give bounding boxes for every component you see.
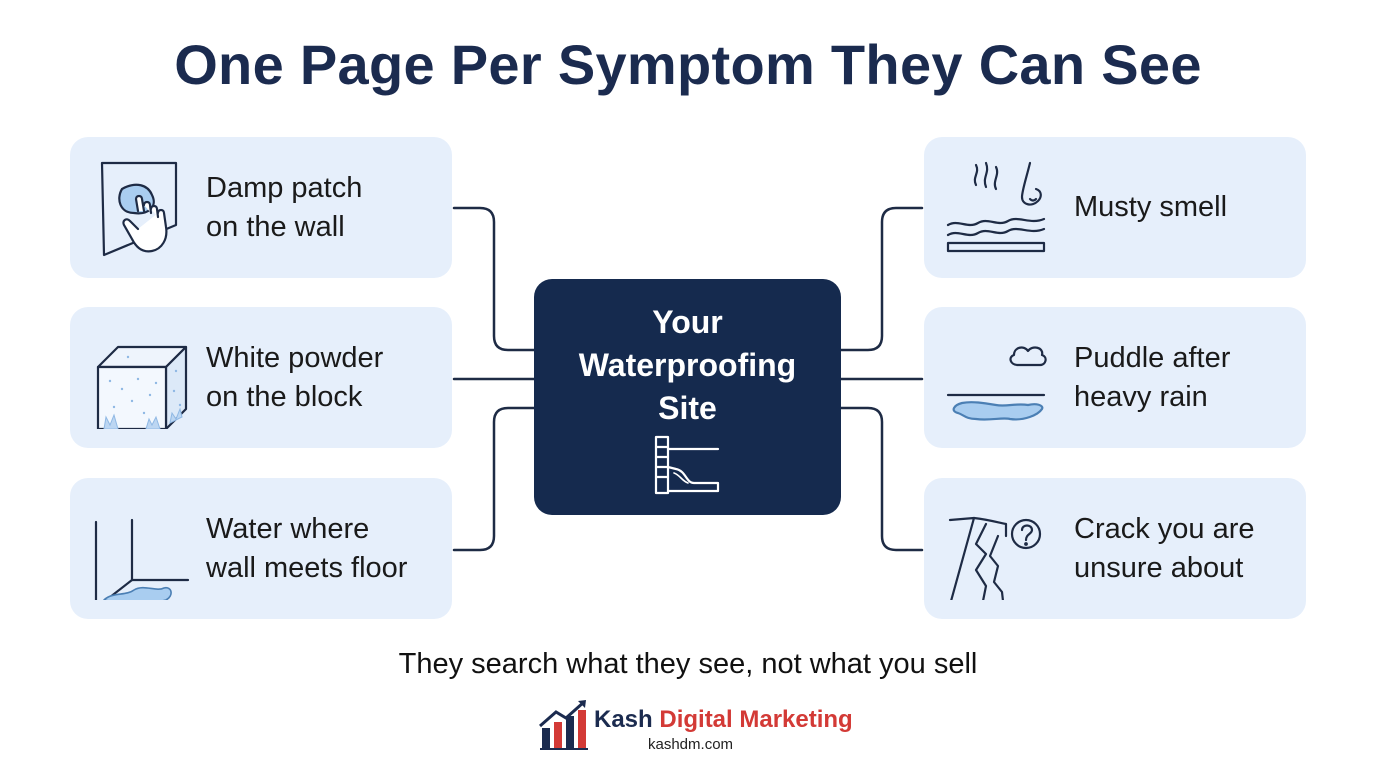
wall-floor-water-icon [94,518,190,600]
connector-left-bottom [452,406,536,552]
symptom-label: Puddle after heavy rain [1074,341,1231,413]
symptom-label: Damp patch on the wall [206,171,363,243]
center-title: Your Waterproofing Site [578,304,797,426]
brand-footer[interactable]: Kash Digital Marketing kashdm.com [538,698,853,756]
symptom-card-musty-smell[interactable]: Musty smell [924,137,1306,278]
symptom-card-crack[interactable]: Crack you are unsure about [924,478,1306,619]
symptom-card-wall-floor-water[interactable]: Water where wall meets floor [70,478,452,619]
brand-website[interactable]: kashdm.com [648,736,734,753]
symptom-card-white-powder[interactable]: White powder on the block [70,307,452,448]
symptom-label: White powder on the block [206,341,384,413]
bar-chart-arrow-logo [539,700,588,750]
tagline: They search what they see, not what you … [398,648,978,680]
connector-left-top [452,206,536,352]
symptom-card-damp-patch[interactable]: Damp patch on the wall [70,137,452,278]
center-hub: Your Waterproofing Site [534,279,841,515]
wall-crack-question-icon [948,516,1042,600]
symptom-label: Musty smell [1074,191,1228,223]
page-title: One Page Per Symptom They Can See [174,33,1202,96]
connector-right-bottom [839,406,924,552]
symptom-card-puddle-rain[interactable]: Puddle after heavy rain [924,307,1306,448]
efflorescence-block-icon [96,345,188,429]
connector-right-top [839,206,924,352]
musty-smell-icon [946,161,1046,253]
rain-puddle-icon [946,346,1047,421]
damp-patch-touch-icon [100,161,178,257]
foundation-wall-diagram-icon [654,435,720,495]
symptom-label: Crack you are unsure about [1074,512,1255,584]
brand-name: Kash Digital Marketing [594,706,853,733]
symptom-label: Water where wall meets floor [206,512,408,584]
